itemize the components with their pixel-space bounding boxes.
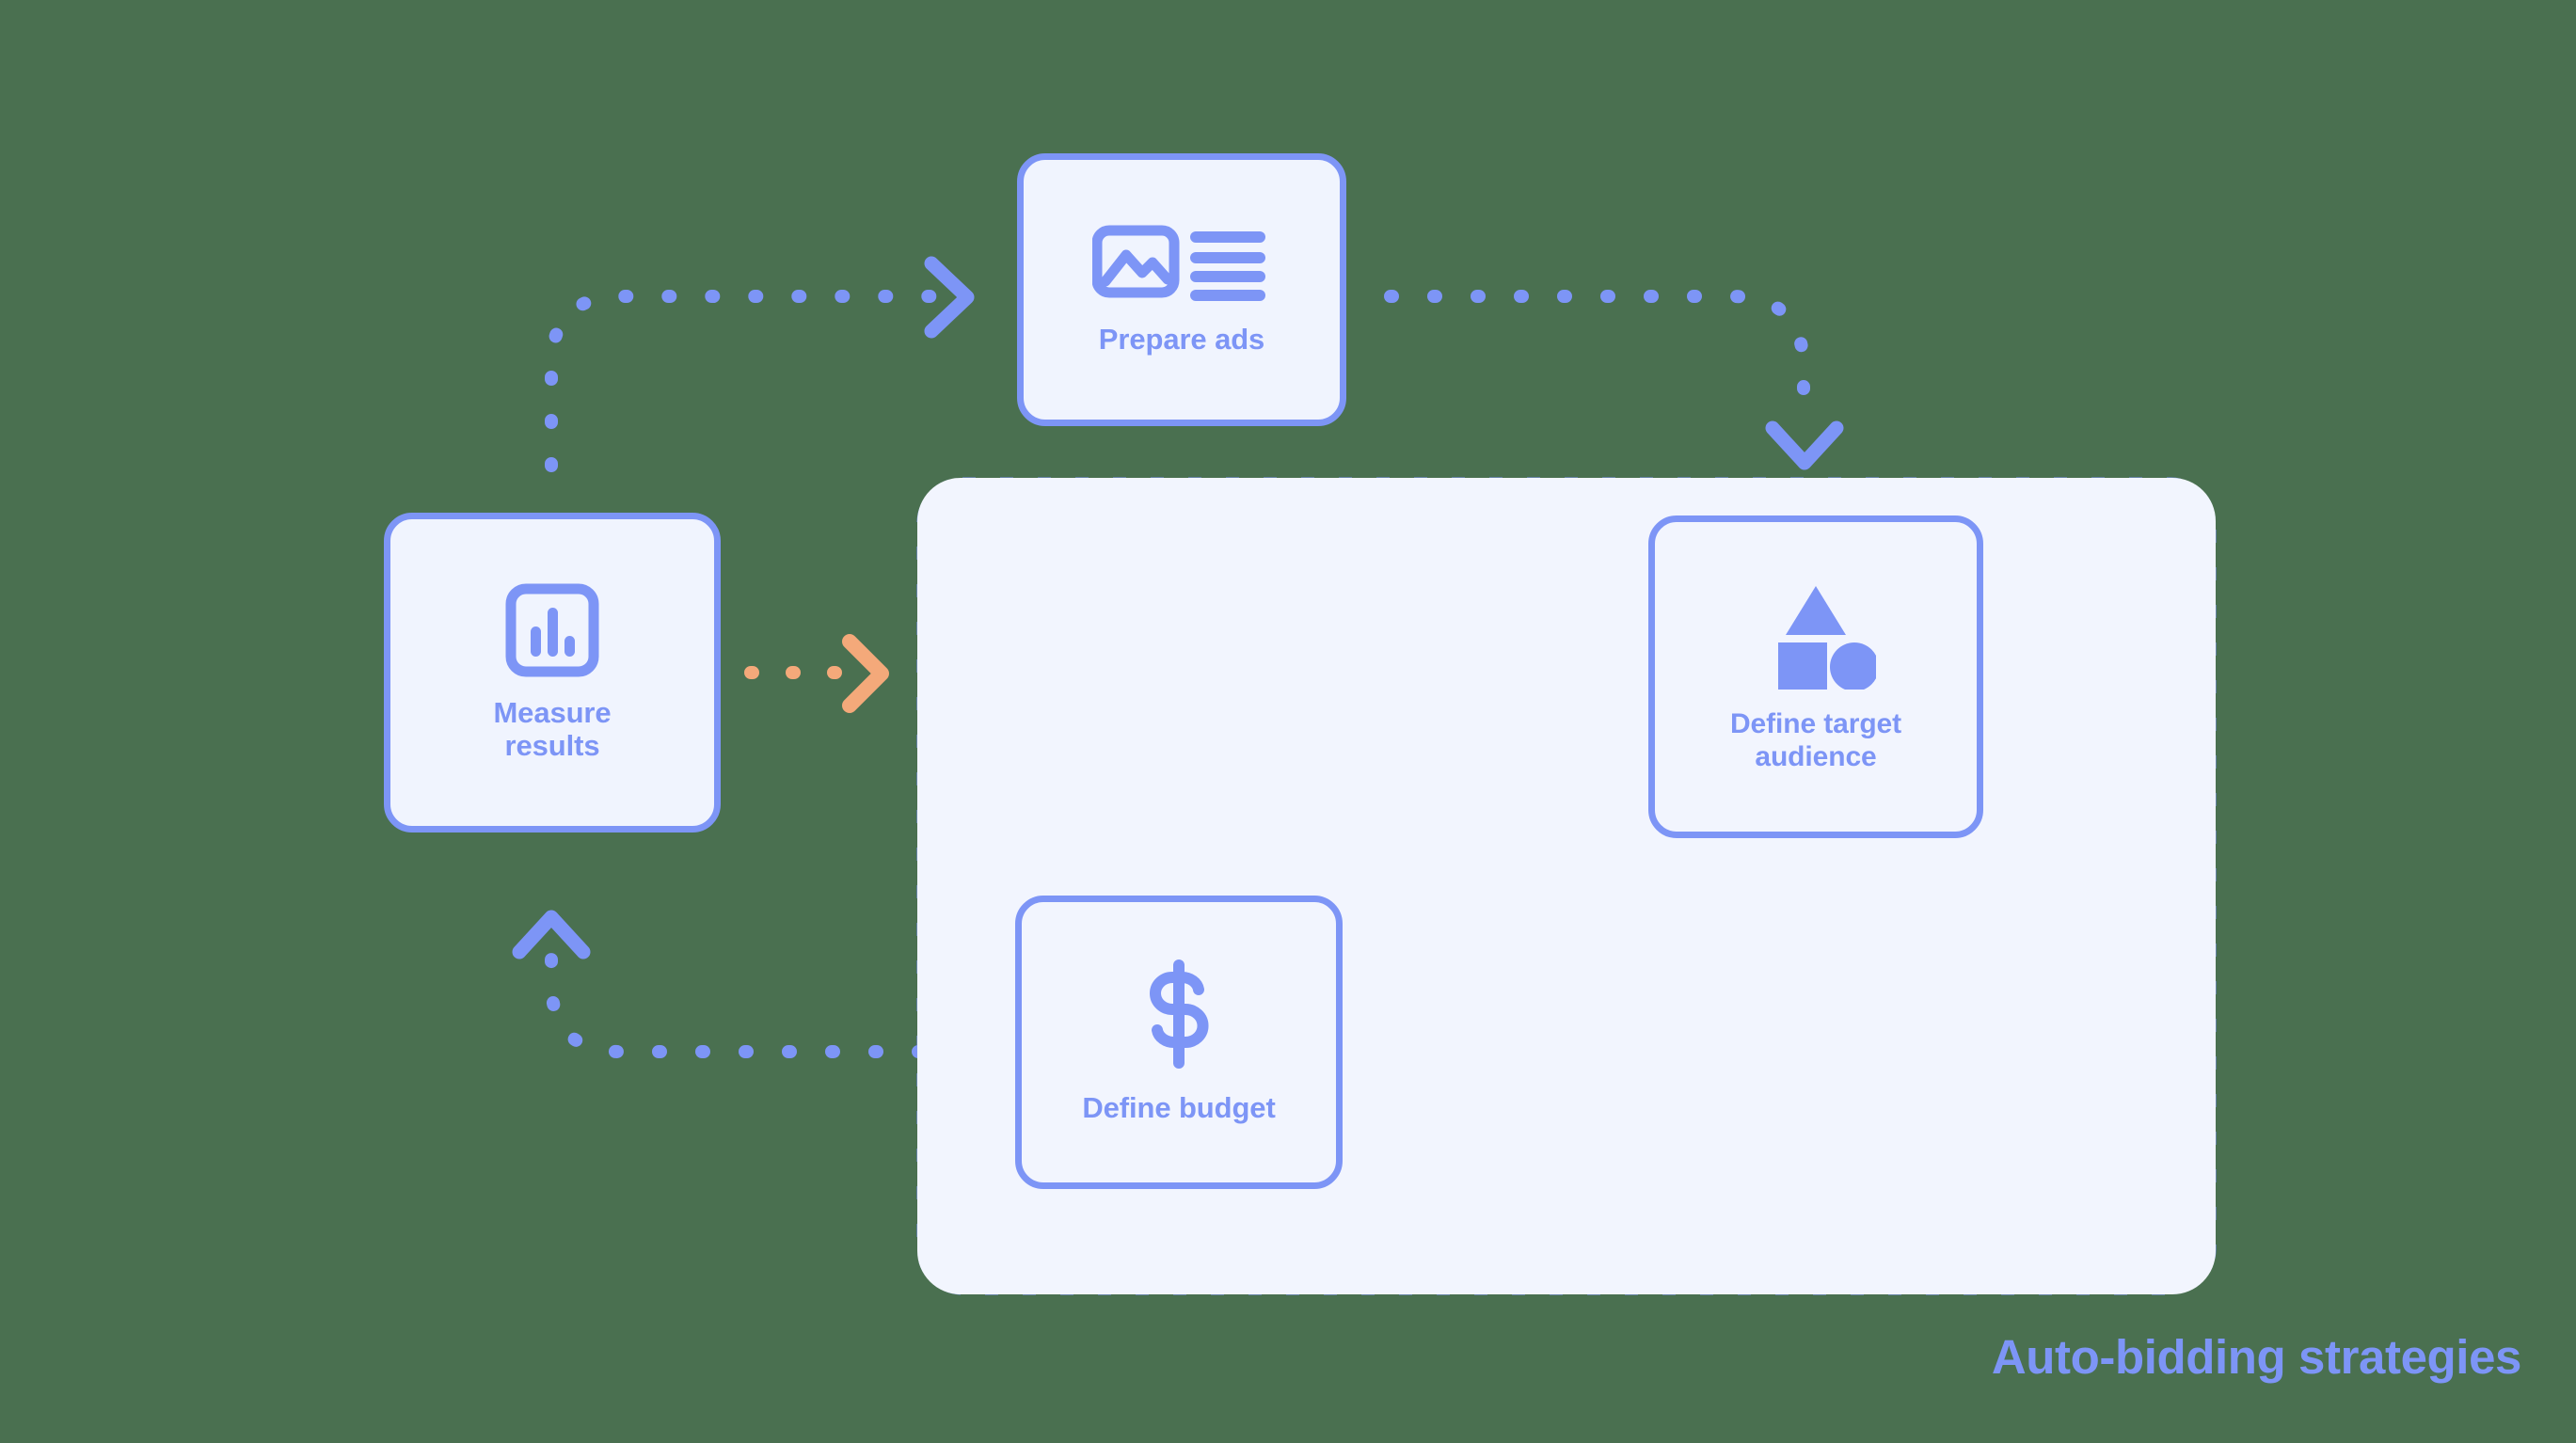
panel-title: Auto-bidding strategies <box>1991 1330 2522 1384</box>
card-measure-results[interactable]: Measure results <box>384 513 721 832</box>
arrowhead-chevron-right <box>924 256 975 339</box>
arrowhead-chevron-up <box>512 910 591 959</box>
connector-measure-to-panel <box>744 634 889 713</box>
image-and-text-lines-icon <box>1091 223 1271 302</box>
card-define-audience[interactable]: Define target audience <box>1648 515 1983 838</box>
card-label-define-budget: Define budget <box>1082 1091 1276 1125</box>
shapes-triangle-square-circle-icon <box>1756 580 1879 692</box>
card-define-budget[interactable]: Define budget <box>1015 896 1343 1189</box>
dollar-sign-icon <box>1138 959 1219 1070</box>
bar-chart-icon <box>505 583 599 677</box>
connector-prepare-to-panel <box>1384 290 1844 470</box>
card-label-define-audience: Define target audience <box>1729 708 1902 772</box>
card-prepare-ads[interactable]: Prepare ads <box>1017 153 1346 426</box>
connector-budget-to-measure <box>512 910 1013 1058</box>
connector-measure-to-prepare <box>545 256 975 472</box>
arrowhead-chevron-down <box>1765 420 1844 470</box>
card-label-measure-results: Measure results <box>493 695 612 762</box>
card-label-prepare-ads: Prepare ads <box>1098 323 1265 357</box>
arrowhead-chevron-right <box>842 634 889 713</box>
